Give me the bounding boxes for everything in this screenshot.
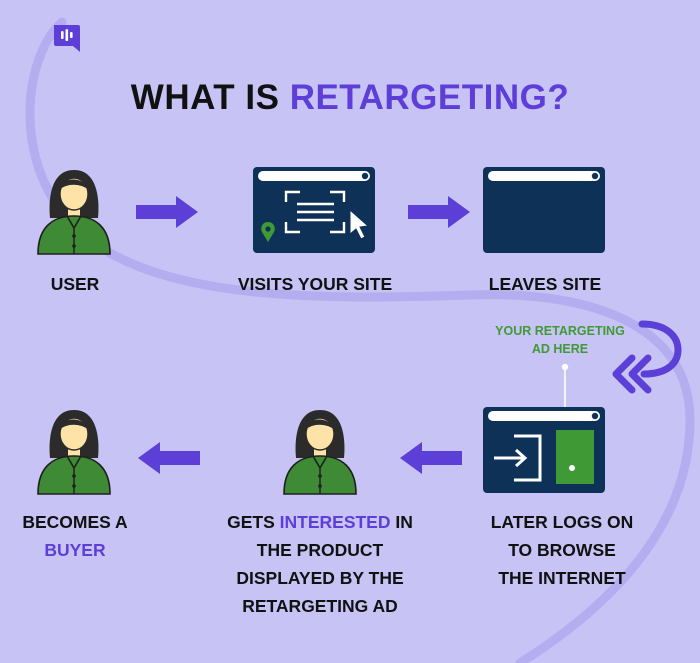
step-line: LATER LOGS ON xyxy=(490,512,634,532)
step-line: RETARGETING AD xyxy=(242,596,398,616)
step-label-buyer: BECOMES A BUYER xyxy=(0,508,150,564)
website-window-icon xyxy=(483,407,605,493)
step-label-leaves: LEAVES SITE xyxy=(488,274,602,294)
step-line: TO BROWSE xyxy=(508,540,616,560)
left-arrow-icon xyxy=(138,442,200,474)
location-pin-icon xyxy=(261,222,275,242)
step-label-visits: VISITS YOUR SITE xyxy=(237,274,393,294)
chat-bubble-icon xyxy=(54,25,80,52)
website-window-icon xyxy=(253,167,375,253)
step-line: THE INTERNET xyxy=(498,568,626,588)
step-text: GETS xyxy=(227,512,280,532)
step-highlight: INTERESTED xyxy=(279,512,391,532)
ad-note-line1: YOUR RETARGETING xyxy=(495,324,625,338)
right-arrow-icon xyxy=(408,196,470,228)
left-arrow-icon xyxy=(400,442,462,474)
step-label-interested: GETS INTERESTED IN THE PRODUCT DISPLAYED… xyxy=(205,508,435,620)
step-label-logs-on: LATER LOGS ON TO BROWSE THE INTERNET xyxy=(462,508,662,592)
right-arrow-icon xyxy=(136,196,198,228)
step-text: IN xyxy=(390,512,413,532)
return-arrow-icon xyxy=(612,320,682,394)
step-line: THE PRODUCT xyxy=(256,540,384,560)
ad-note-line2: AD HERE xyxy=(531,342,589,356)
ad-note: YOUR RETARGETING AD HERE xyxy=(470,322,650,358)
title-highlight: RETARGETING? xyxy=(289,78,570,117)
title-prefix: WHAT IS xyxy=(130,78,290,117)
user-icon xyxy=(37,170,111,255)
page-title: WHAT IS RETARGETING? xyxy=(0,78,700,118)
website-window-icon xyxy=(483,167,605,253)
step-line: GETS INTERESTED IN xyxy=(205,508,435,536)
step-line: BECOMES A xyxy=(22,512,128,532)
step-highlight: BUYER xyxy=(44,540,106,560)
user-icon xyxy=(283,410,357,495)
step-line: DISPLAYED BY THE xyxy=(236,568,404,588)
user-icon xyxy=(37,410,111,495)
step-label-user: USER xyxy=(50,274,100,294)
cursor-icon xyxy=(349,208,370,240)
login-icon xyxy=(494,434,542,482)
